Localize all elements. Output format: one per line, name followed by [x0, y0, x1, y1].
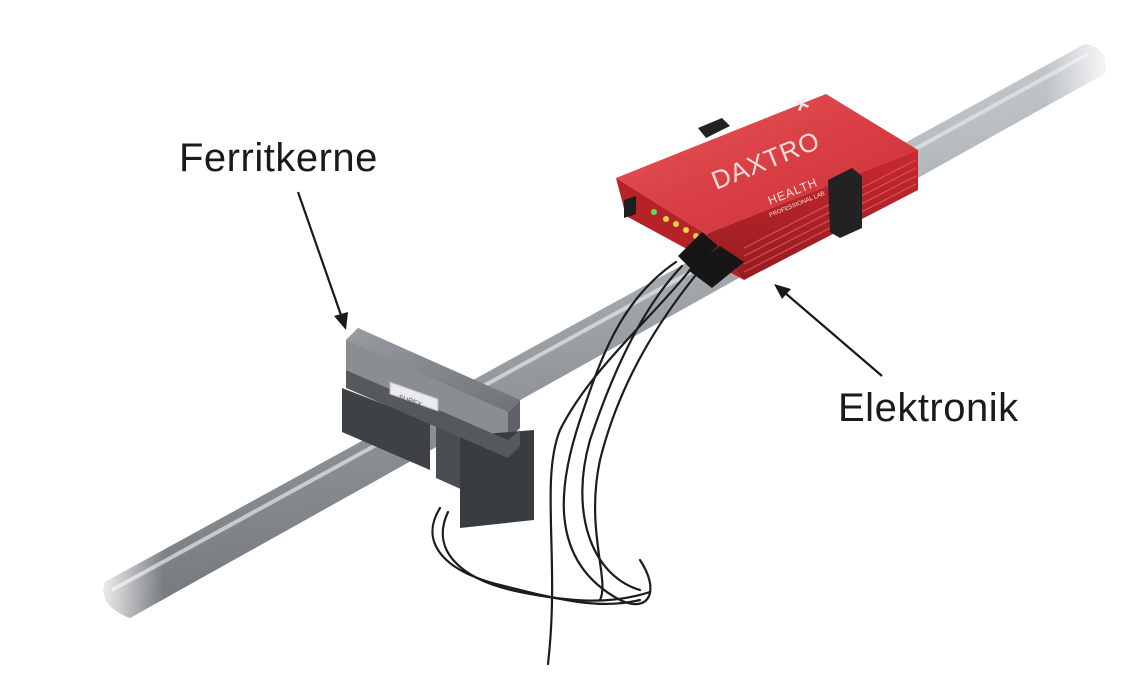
cables — [431, 260, 697, 666]
arrow-to-ferrite-icon — [296, 191, 348, 330]
ferrite-core-clamp: SUREX — [342, 328, 534, 528]
label-electronics: Elektronik — [838, 386, 1019, 430]
metal-pipe — [103, 44, 1106, 618]
brand-logo-icon — [795, 97, 809, 111]
electronics-device — [616, 94, 918, 288]
label-ferrite-cores: Ferritkerne — [179, 136, 378, 180]
arrow-to-electronics-icon — [774, 284, 883, 377]
